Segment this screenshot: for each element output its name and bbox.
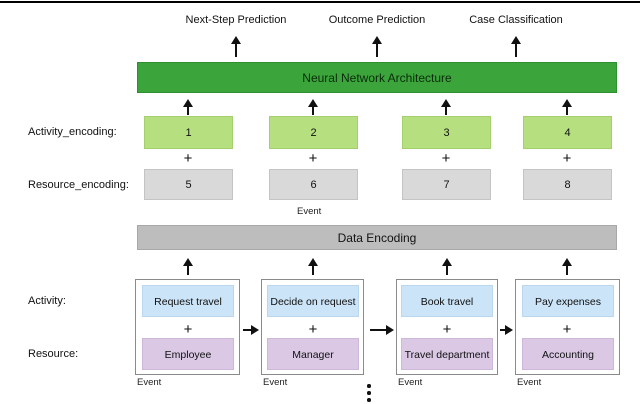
arrow-up-icon: [561, 258, 573, 275]
figure-top-rule: [0, 1, 640, 3]
arrow-up-icon: [230, 36, 242, 57]
data-encoding-bar: Data Encoding: [137, 225, 617, 250]
arrow-up-icon: [510, 36, 522, 57]
resource-encoding-box-6: 6: [269, 169, 358, 200]
task-label-next-step: Next-Step Prediction: [185, 14, 287, 26]
activity-encoding-box-2: 2: [269, 116, 358, 149]
plus-sign: +: [562, 150, 572, 167]
plus-sign: +: [562, 321, 572, 338]
event-label: Event: [517, 377, 542, 388]
neural-network-architecture-bar: Neural Network Architecture: [137, 62, 617, 93]
activity-box-book-travel: Book travel: [401, 285, 493, 317]
activity-encoding-box-4: 4: [523, 116, 612, 149]
row-label-resource-encoding: Resource_encoding:: [28, 179, 129, 191]
task-label-outcome: Outcome Prediction: [328, 14, 426, 26]
plus-sign: +: [308, 150, 318, 167]
arrow-up-icon: [182, 99, 194, 115]
plus-sign: +: [441, 150, 451, 167]
arrow-up-icon: [307, 258, 319, 275]
arrow-up-icon: [561, 99, 573, 115]
activity-encoding-box-1: 1: [144, 116, 233, 149]
event-label: Event: [137, 377, 162, 388]
vertical-ellipsis-icon: [367, 384, 371, 404]
resource-box-employee: Employee: [142, 338, 234, 370]
resource-box-manager: Manager: [267, 338, 359, 370]
plus-sign: +: [308, 321, 318, 338]
task-label-case-classification: Case Classification: [469, 14, 563, 26]
row-label-activity-encoding: Activity_encoding:: [28, 126, 117, 138]
arrow-up-icon: [441, 258, 453, 275]
arrow-up-icon: [440, 99, 452, 115]
arrow-up-icon: [371, 36, 383, 57]
activity-box-request-travel: Request travel: [142, 285, 234, 317]
resource-encoding-box-5: 5: [144, 169, 233, 200]
activity-box-pay-expenses: Pay expenses: [522, 285, 614, 317]
plus-sign: +: [183, 150, 193, 167]
event-label: Event: [297, 206, 322, 217]
event-label: Event: [398, 377, 423, 388]
arrow-right-icon: [500, 325, 513, 335]
event-label: Event: [263, 377, 288, 388]
arrow-right-icon: [243, 325, 259, 335]
activity-encoding-box-3: 3: [402, 116, 491, 149]
arrow-right-icon: [370, 325, 394, 335]
activity-box-decide-on-request: Decide on request: [267, 285, 359, 317]
plus-sign: +: [442, 321, 452, 338]
resource-encoding-box-7: 7: [402, 169, 491, 200]
row-label-activity: Activity:: [28, 295, 66, 307]
resource-encoding-box-8: 8: [523, 169, 612, 200]
arrow-up-icon: [307, 99, 319, 115]
resource-box-accounting: Accounting: [522, 338, 614, 370]
resource-box-travel-department: Travel department: [401, 338, 493, 370]
arrow-up-icon: [182, 258, 194, 275]
plus-sign: +: [183, 321, 193, 338]
row-label-resource: Resource:: [28, 348, 79, 360]
